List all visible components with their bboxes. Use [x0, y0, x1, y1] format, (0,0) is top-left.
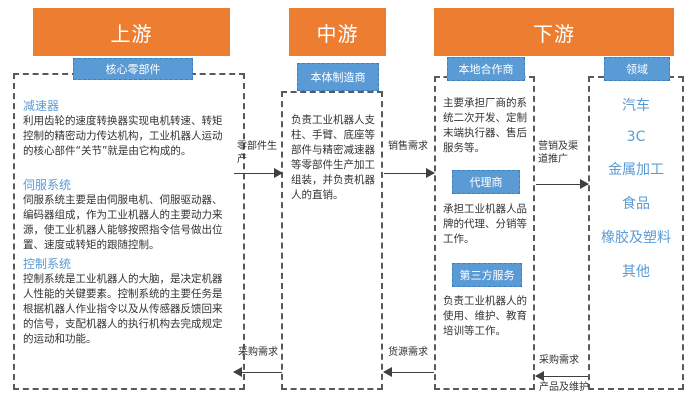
list-item: 橡胶及塑料: [601, 230, 671, 246]
downstream-body-agent: 承担工业机器人品牌的代理、分销等工作。: [443, 203, 527, 245]
upstream-heading-servo: 伺服系统: [23, 178, 72, 192]
connector-label-products-maintenance: 产品及维护: [539, 382, 589, 393]
list-item: 汽车: [622, 98, 650, 114]
arrow-line: [234, 372, 282, 373]
upstream-body-servo: 伺服系统主要是由伺服电机、伺服驱动器、编码器组成，作为工业机器人的主要动力来源，…: [23, 194, 223, 251]
arrow-head-right: [274, 168, 283, 178]
connector-label-sales-demand: 销售需求: [388, 141, 428, 152]
downstream-chip-fields-label: 领域: [626, 63, 648, 76]
arrow-upstream-to-midstream: [234, 168, 283, 178]
arrow-head-right: [580, 179, 589, 189]
list-item: 其他: [622, 264, 650, 280]
upstream-body-control: 控制系统是工业机器人的大脑，是决定机器人性能的关键要素。控制系统的主要任务是根据…: [23, 273, 223, 345]
upstream-banner: 上游: [33, 8, 230, 56]
downstream-chip-agent-label: 代理商: [469, 176, 503, 189]
arrow-line: [234, 173, 282, 174]
arrow-head-left: [383, 367, 392, 377]
midstream-chip-label: 本体制造商: [310, 71, 366, 84]
arrow-midstream-to-upstream: [233, 367, 282, 377]
arrow-line: [536, 376, 588, 377]
downstream-chip-third-party-label: 第三方服务: [459, 269, 515, 282]
downstream-chip-local-partner[interactable]: 本地合作商: [447, 57, 525, 81]
downstream-banner-label: 下游: [533, 21, 575, 46]
upstream-heading-reducer: 减速器: [23, 99, 60, 113]
midstream-chip-body-manufacturer[interactable]: 本体制造商: [297, 63, 379, 91]
midstream-body: 负责工业机器人支柱、手臂、底座等部件与精密减速器等零部件生产加工组装，并负责机器…: [291, 114, 375, 201]
downstream-chip-agent[interactable]: 代理商: [452, 170, 520, 194]
arrow-fields-to-partners: [535, 371, 588, 381]
downstream-body-local-partner: 主要承担厂商的系统二次开发、定制末端执行器、售后服务等。: [443, 97, 527, 154]
list-item: 食品: [622, 196, 650, 212]
connector-label-parts-production: 零部件生产: [237, 141, 277, 165]
arrow-head-left: [535, 371, 544, 381]
midstream-banner: 中游: [289, 8, 386, 56]
connector-label-procurement-demand-left: 采购需求: [238, 347, 278, 358]
downstream-fields-list: 汽车 3C 金属加工 食品 橡胶及塑料 其他: [588, 88, 684, 288]
upstream-body-reducer: 利用齿轮的速度转换器实现电机转速、转矩控制的精密动力传达机构，工业机器人运动的核…: [23, 115, 223, 157]
downstream-chip-local-partner-label: 本地合作商: [458, 63, 514, 76]
arrow-line: [384, 173, 434, 174]
arrow-midstream-to-downstream: [384, 168, 435, 178]
midstream-banner-label: 中游: [316, 21, 359, 46]
upstream-banner-label: 上游: [110, 21, 153, 46]
upstream-chip-label: 核心零部件: [105, 63, 161, 76]
arrow-partners-to-fields: [536, 179, 589, 189]
upstream-chip-core-components[interactable]: 核心零部件: [73, 58, 193, 80]
arrow-line: [536, 184, 588, 185]
list-item: 3C: [626, 129, 646, 145]
arrow-head-left: [233, 367, 242, 377]
downstream-banner: 下游: [434, 8, 674, 56]
midstream-frame: [281, 91, 383, 390]
connector-label-supply-demand: 货源需求: [388, 347, 428, 358]
downstream-body-third-party: 负责工业机器人的使用、维护、教育培训等工作。: [443, 295, 527, 337]
list-item: 金属加工: [608, 162, 664, 178]
connector-label-procurement-demand-right: 采购需求: [539, 355, 579, 366]
upstream-heading-control: 控制系统: [23, 257, 72, 271]
connector-label-marketing-channel: 营销及渠道推广: [538, 141, 578, 165]
arrow-head-right: [426, 168, 435, 178]
arrow-downstream-to-midstream: [383, 367, 434, 377]
downstream-chip-third-party-service[interactable]: 第三方服务: [452, 263, 522, 287]
downstream-chip-fields[interactable]: 领域: [604, 57, 670, 81]
arrow-line: [384, 372, 434, 373]
